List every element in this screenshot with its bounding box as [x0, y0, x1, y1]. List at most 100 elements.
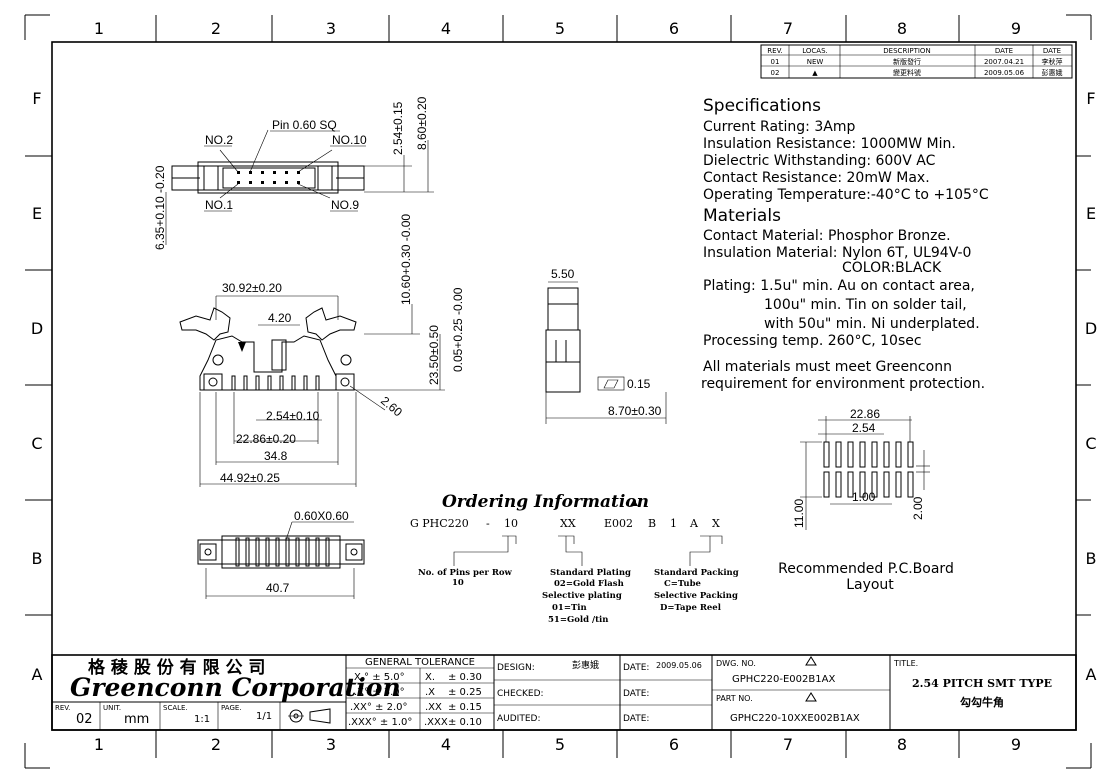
label-no2: NO.2 — [205, 133, 233, 147]
dim-4492: 44.92±0.25 — [220, 471, 280, 485]
rev-cell: 彭惠娥 — [1042, 68, 1063, 77]
material-line: Contact Material: Phosphor Bronze. — [703, 228, 951, 244]
dim-2350: 23.50±0.50 — [427, 325, 441, 385]
row-label: A — [1086, 665, 1097, 684]
front-pins — [231, 375, 320, 391]
col-label: 4 — [441, 19, 451, 38]
col-label: 7 — [783, 19, 793, 38]
row-label: C — [31, 434, 42, 453]
pcb-dim-200: 2.00 — [911, 496, 925, 520]
col-label: 7 — [783, 735, 793, 754]
material-line: 100u" min. Tin on solder tail, — [764, 297, 967, 313]
spec-line: Operating Temperature:-40°C to +105°C — [703, 187, 989, 203]
company-name-en: Greenconn Corporation — [70, 673, 401, 702]
col-label: 1 — [94, 735, 104, 754]
col-label: 3 — [326, 19, 336, 38]
date-value: 2009.05.06 — [656, 661, 702, 670]
tol-value: ± 0.25 — [448, 687, 482, 698]
col-label: 5 — [555, 19, 565, 38]
rev-header: DATE — [1043, 47, 1061, 55]
rev-header: DATE — [995, 47, 1013, 55]
dim-550: 5.50 — [551, 267, 575, 281]
dwg-label: DWG. NO. — [716, 659, 756, 668]
row-label: D — [1085, 319, 1097, 338]
scale-value: 1:1 — [194, 714, 210, 725]
design-value: 彭惠娥 — [572, 659, 599, 671]
scale-label: SCALE. — [163, 704, 188, 712]
flatness-value: 0.15 — [627, 377, 651, 391]
label-no9: NO.9 — [331, 198, 359, 212]
front-view: 30.92±0.20 4.20 10.60+0.30 -0.00 23.50±0… — [179, 214, 465, 487]
code-part: X — [712, 517, 720, 530]
dim-870: 8.70±0.30 — [608, 404, 662, 418]
column-labels-bottom: 1 2 3 4 5 6 7 8 9 — [94, 735, 1021, 754]
dim-254: 2.54±0.10 — [266, 409, 320, 423]
rev-cell: NEW — [807, 58, 824, 66]
code-part: G PHC220 — [410, 517, 469, 530]
bottom-pins — [235, 537, 330, 567]
rev-value: 02 — [76, 712, 93, 727]
spec-line: Contact Resistance: 20mW Max. — [703, 170, 930, 186]
col-label: 5 — [555, 735, 565, 754]
projection-symbol — [288, 708, 331, 724]
row-labels-left: F E D C B A — [31, 89, 43, 684]
date-label: DATE: — [623, 663, 649, 673]
col-label: 1 — [94, 19, 104, 38]
row-labels-right: F E D C B A — [1085, 89, 1097, 684]
rev-cell: 2007.04.21 — [984, 58, 1024, 66]
title-line2: 勾勾牛角 — [960, 695, 1004, 709]
row-label: A — [32, 665, 43, 684]
code-part: - — [486, 517, 490, 530]
title-block: 格 稜 股 份 有 限 公 司 Greenconn Corporation RE… — [51, 654, 1077, 731]
dwg-value: GPHC220-E002B1AX — [732, 674, 835, 685]
packing-label: Standard Packing — [654, 568, 739, 578]
code-part: A — [689, 517, 699, 530]
spec-title: Specifications — [703, 96, 821, 116]
dim-420: 4.20 — [268, 311, 292, 325]
rev-header: LOCAS. — [802, 47, 828, 55]
col-label: 9 — [1011, 19, 1021, 38]
dim-348: 34.8 — [264, 449, 288, 463]
date-label: DATE: — [623, 689, 649, 699]
packing-option: C=Tube — [664, 579, 702, 589]
plating-option: 02=Gold Flash — [554, 579, 624, 589]
dim-1060: 10.60+0.30 -0.00 — [399, 214, 413, 305]
row-label: B — [1086, 549, 1097, 568]
row-label: F — [1086, 89, 1095, 108]
rev-label: REV. — [55, 704, 70, 712]
dim-2286: 22.86±0.20 — [236, 432, 296, 446]
page-value: 1/1 — [256, 711, 272, 722]
tol-dim: .XXX — [424, 717, 448, 728]
tol-dim: .XX — [425, 702, 442, 713]
label-pin-size: Pin 0.60 SQ — [272, 118, 337, 132]
label-no10: NO.10 — [332, 133, 367, 147]
pcb-layout: 22.86 2.54 1.00 11.00 2.00 Recommended P… — [778, 407, 954, 593]
audited-label: AUDITED: — [497, 714, 540, 724]
rev-header: DESCRIPTION — [883, 47, 930, 55]
col-label: 2 — [211, 19, 221, 38]
code-part: XX — [560, 517, 576, 530]
label-no1: NO.1 — [205, 198, 233, 212]
dim-top-635: 6.35+0.10 -0.20 — [153, 165, 167, 250]
dim-005: 0.05+0.25 -0.00 — [451, 287, 465, 372]
plating-label: Standard Plating — [550, 568, 631, 578]
col-label: 3 — [326, 735, 336, 754]
rev-cell: 2009.05.06 — [984, 69, 1025, 77]
rev-cell: ▲ — [812, 69, 818, 77]
tol-value: ± 0.15 — [448, 702, 482, 713]
code-part: 1 — [670, 517, 677, 530]
unit-value: mm — [124, 712, 149, 727]
unit-label: UNIT. — [103, 704, 121, 712]
tol-dim: X. — [425, 672, 435, 683]
spec-line: Current Rating: 3Amp — [703, 119, 855, 135]
tol-angle: X.° ± 5.0° — [354, 672, 405, 683]
specifications-block: Specifications Current Rating: 3Amp Insu… — [701, 96, 989, 392]
company-name-cn: 格 稜 股 份 有 限 公 司 — [88, 657, 265, 678]
material-line: Insulation Material: Nylon 6T, UL94V-0 — [703, 245, 971, 261]
tol-value: ± 0.10 — [448, 717, 482, 728]
row-label: E — [32, 204, 42, 223]
design-label: DESIGN: — [497, 663, 535, 673]
row-label: B — [32, 549, 43, 568]
material-line: with 50u" min. Ni underplated. — [764, 316, 980, 332]
pcb-label-line1: Recommended P.C.Board — [778, 561, 954, 577]
